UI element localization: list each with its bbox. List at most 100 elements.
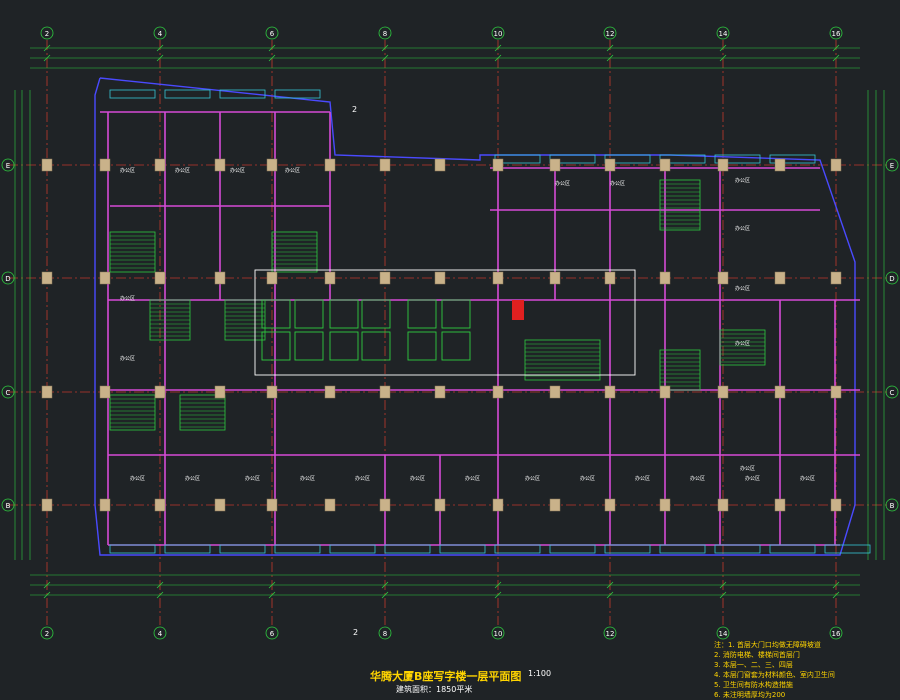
core-outline [254, 269, 636, 376]
column [379, 271, 391, 285]
building-area: 建筑面积：1850平米 [396, 685, 473, 694]
column [604, 498, 616, 512]
dimension-tick [719, 591, 727, 599]
grid-bubble-label: 6 [270, 30, 275, 38]
room-label: 办公区 [230, 167, 245, 174]
window [164, 89, 211, 99]
room-label: 办公区 [465, 475, 480, 482]
column [266, 385, 278, 399]
grid-bubble-label: D [889, 275, 894, 283]
grid-bubble-label: 14 [719, 30, 728, 38]
stair [109, 394, 156, 431]
grid-bubble-label: 2 [45, 630, 49, 638]
column [41, 498, 53, 512]
column [434, 498, 446, 512]
elevator-shaft [407, 331, 437, 361]
room-label: 办公区 [580, 475, 595, 482]
column [154, 385, 166, 399]
dimension-tick [381, 44, 389, 52]
room-label: 办公区 [120, 295, 135, 302]
column [379, 158, 391, 172]
stair [719, 329, 766, 366]
window [219, 89, 266, 99]
grid-bubble [716, 626, 730, 640]
window [329, 544, 376, 554]
dimension-tick [268, 54, 276, 62]
dimension-tick [43, 54, 51, 62]
dimension-tick [606, 44, 614, 52]
drawing-title: 华腾大厦B座写字楼一层平面图 [370, 670, 522, 683]
column [99, 498, 111, 512]
grid-bubble [378, 26, 392, 40]
column [41, 385, 53, 399]
section-mark: 2 [352, 105, 357, 114]
room-label: 办公区 [735, 285, 750, 292]
grid-bubble [1, 158, 15, 172]
note-line: 3. 本层一、二、三、四层 [714, 661, 793, 669]
room-label: 办公区 [555, 180, 570, 187]
room-label: 办公区 [300, 475, 315, 482]
column [830, 498, 842, 512]
grid-bubble-label: 6 [270, 630, 275, 638]
grid-bubble [885, 498, 899, 512]
column [717, 498, 729, 512]
column [154, 498, 166, 512]
column [266, 271, 278, 285]
column [492, 385, 504, 399]
grid-bubble-label: C [6, 389, 11, 397]
dimension-tick [606, 581, 614, 589]
grid-bubble [829, 26, 843, 40]
elevator-shaft [329, 299, 359, 329]
room-label: 办公区 [735, 177, 750, 184]
grid-bubble [40, 626, 54, 640]
dimension-tick [156, 44, 164, 52]
dimension-lines [14, 44, 885, 599]
column [214, 271, 226, 285]
grid-bubble [40, 26, 54, 40]
column [266, 498, 278, 512]
note-line: 2. 消防电梯、楼梯间首层门 [714, 651, 800, 659]
elevator-core [254, 269, 636, 376]
window [769, 544, 816, 554]
grid-bubble-label: E [890, 162, 894, 170]
column [41, 158, 53, 172]
column [659, 158, 671, 172]
room-label: 办公区 [245, 475, 260, 482]
column [604, 271, 616, 285]
dimension-tick [43, 591, 51, 599]
grid-bubble [603, 626, 617, 640]
window [274, 89, 321, 99]
dimension-tick [719, 581, 727, 589]
window [219, 544, 266, 554]
grid-bubble-label: 4 [158, 30, 163, 38]
grid-bubble-label: 16 [832, 30, 841, 38]
grid-bubble-label: 12 [606, 630, 615, 638]
elevator-shaft [407, 299, 437, 329]
grid-bubble-label: C [890, 389, 895, 397]
grid-bubble [153, 626, 167, 640]
room-label: 办公区 [745, 475, 760, 482]
column [154, 271, 166, 285]
room-label: 办公区 [175, 167, 190, 174]
window [604, 544, 651, 554]
drawing-scale: 1:100 [528, 669, 552, 678]
room-label: 办公区 [740, 465, 755, 472]
grid-bubble [491, 626, 505, 640]
stair [659, 179, 701, 231]
column [324, 385, 336, 399]
room-label: 办公区 [610, 180, 625, 187]
window [439, 544, 486, 554]
grid-bubble [265, 626, 279, 640]
grid-bubble [1, 271, 15, 285]
column [717, 385, 729, 399]
column [659, 385, 671, 399]
dimension-tick [606, 54, 614, 62]
dimension-tick [494, 44, 502, 52]
grid-bubble-label: E [6, 162, 10, 170]
note-line: 6. 未注明墙厚均为200 [714, 691, 786, 699]
column [434, 158, 446, 172]
column [659, 498, 671, 512]
column [324, 271, 336, 285]
